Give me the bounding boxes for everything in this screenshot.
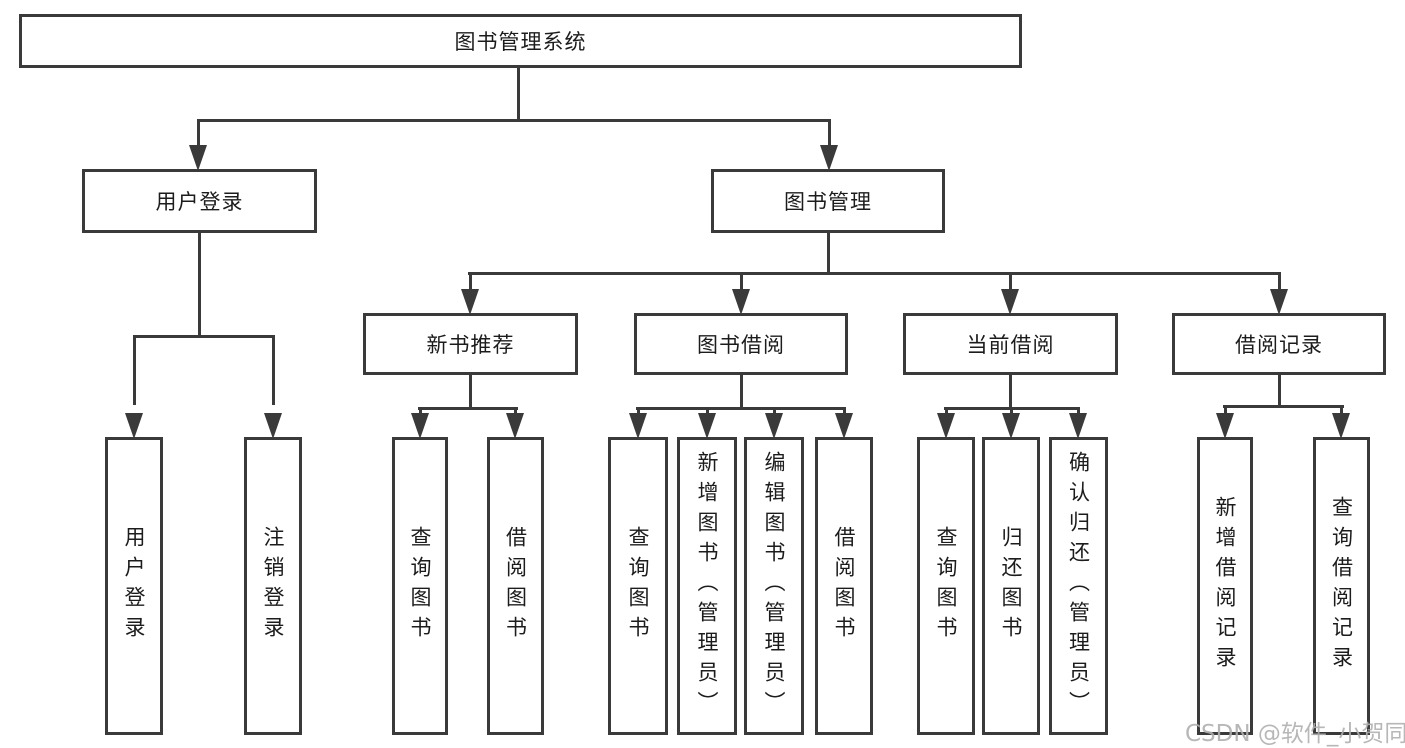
arrow-down-icon	[506, 413, 524, 439]
arrow-down-icon	[1001, 289, 1019, 315]
connector-level3-rail	[468, 272, 1281, 275]
leaf-add-borrow-record: 新增借阅记录	[1197, 437, 1253, 735]
connector-book-borrow-rail	[636, 407, 846, 410]
node-root-label: 图书管理系统	[454, 30, 587, 54]
leaf-confirm-return-admin-label: 确认归还（管理员）	[1066, 451, 1091, 721]
arrow-down-icon	[835, 413, 853, 439]
connector-level2-rail	[197, 119, 831, 122]
connector-recommend-rail	[418, 407, 518, 410]
arrow-down-icon	[264, 413, 282, 439]
leaf-recommend-borrow-book: 借阅图书	[487, 437, 544, 735]
leaf-borrow-query-book: 查询图书	[608, 437, 668, 735]
arrow-down-icon	[937, 413, 955, 439]
node-book-management: 图书管理	[711, 169, 945, 233]
node-borrow-record-label: 借阅记录	[1235, 333, 1323, 357]
node-new-book-recommend: 新书推荐	[363, 313, 578, 375]
connector-user-login-rail	[133, 335, 275, 338]
leaf-edit-book-admin: 编辑图书（管理员）	[744, 437, 804, 735]
connector-borrow-record-stem	[1278, 375, 1281, 408]
arrow-down-icon	[1270, 289, 1288, 315]
connector-borrow-record-drop-2	[1340, 405, 1343, 419]
arrow-down-icon	[1332, 413, 1350, 439]
connector-borrow-record-rail	[1223, 405, 1344, 408]
connector-to-current-borrow	[1009, 272, 1012, 294]
leaf-user-login-label: 用户登录	[122, 526, 146, 646]
arrow-down-icon	[698, 413, 716, 439]
leaf-current-query-book: 查询图书	[917, 437, 975, 735]
leaf-borrow-book-label: 借阅图书	[832, 526, 856, 646]
connector-current-borrow-stem	[1009, 375, 1012, 410]
connector-to-leaf-user-login	[133, 335, 136, 405]
node-borrow-record: 借阅记录	[1172, 313, 1386, 375]
leaf-query-borrow-record: 查询借阅记录	[1313, 437, 1370, 735]
node-root: 图书管理系统	[19, 14, 1022, 68]
arrow-down-icon	[411, 413, 429, 439]
connector-to-leaf-logout	[272, 335, 275, 405]
leaf-logout-label: 注销登录	[261, 526, 285, 646]
arrow-down-icon	[765, 413, 783, 439]
arrow-down-icon	[125, 413, 143, 439]
leaf-add-borrow-record-label: 新增借阅记录	[1213, 496, 1237, 676]
connector-to-book-management	[828, 119, 831, 151]
connector-borrow-record-drop-1	[1224, 405, 1227, 419]
arrow-down-icon	[1002, 413, 1020, 439]
leaf-recommend-query-book-label: 查询图书	[408, 526, 432, 646]
leaf-edit-book-admin-label: 编辑图书（管理员）	[762, 451, 786, 721]
leaf-borrow-query-book-label: 查询图书	[626, 526, 650, 646]
leaf-confirm-return-admin: 确认归还（管理员）	[1049, 437, 1108, 735]
node-current-borrow: 当前借阅	[903, 313, 1118, 375]
node-book-borrow-label: 图书借阅	[697, 333, 785, 357]
node-current-borrow-label: 当前借阅	[966, 333, 1055, 357]
arrow-down-icon	[1069, 413, 1087, 439]
node-user-login-label: 用户登录	[155, 190, 244, 214]
leaf-logout: 注销登录	[244, 437, 302, 735]
leaf-current-query-book-label: 查询图书	[934, 526, 958, 646]
arrow-down-icon	[1216, 413, 1234, 439]
arrow-down-icon	[461, 289, 479, 315]
connector-to-book-borrow	[740, 272, 743, 294]
arrow-down-icon	[629, 413, 647, 439]
node-new-book-recommend-label: 新书推荐	[426, 333, 515, 357]
connector-user-login-stem	[198, 233, 201, 337]
leaf-add-book-admin: 新增图书（管理员）	[677, 437, 737, 735]
leaf-query-borrow-record-label: 查询借阅记录	[1329, 496, 1354, 676]
node-book-management-label: 图书管理	[784, 190, 872, 214]
leaf-recommend-borrow-book-label: 借阅图书	[503, 526, 528, 646]
connector-book-borrow-stem	[740, 375, 743, 410]
connector-book-management-stem	[827, 233, 830, 274]
connector-to-new-book-recommend	[469, 272, 472, 294]
csdn-watermark: CSDN @软件_小贺同学	[1185, 721, 1405, 747]
leaf-return-book: 归还图书	[982, 437, 1040, 735]
arrow-down-icon	[820, 145, 838, 171]
leaf-borrow-book: 借阅图书	[815, 437, 873, 735]
leaf-add-book-admin-label: 新增图书（管理员）	[695, 451, 719, 721]
arrow-down-icon	[732, 289, 750, 315]
leaf-user-login: 用户登录	[105, 437, 163, 735]
connector-to-user-login	[197, 119, 200, 151]
connector-recommend-stem	[469, 375, 472, 410]
node-book-borrow: 图书借阅	[634, 313, 848, 375]
arrow-down-icon	[189, 145, 207, 171]
leaf-return-book-label: 归还图书	[999, 526, 1023, 646]
connector-root-stem	[517, 68, 520, 120]
connector-to-borrow-record	[1278, 272, 1281, 294]
node-user-login: 用户登录	[82, 169, 317, 233]
leaf-recommend-query-book: 查询图书	[392, 437, 448, 735]
